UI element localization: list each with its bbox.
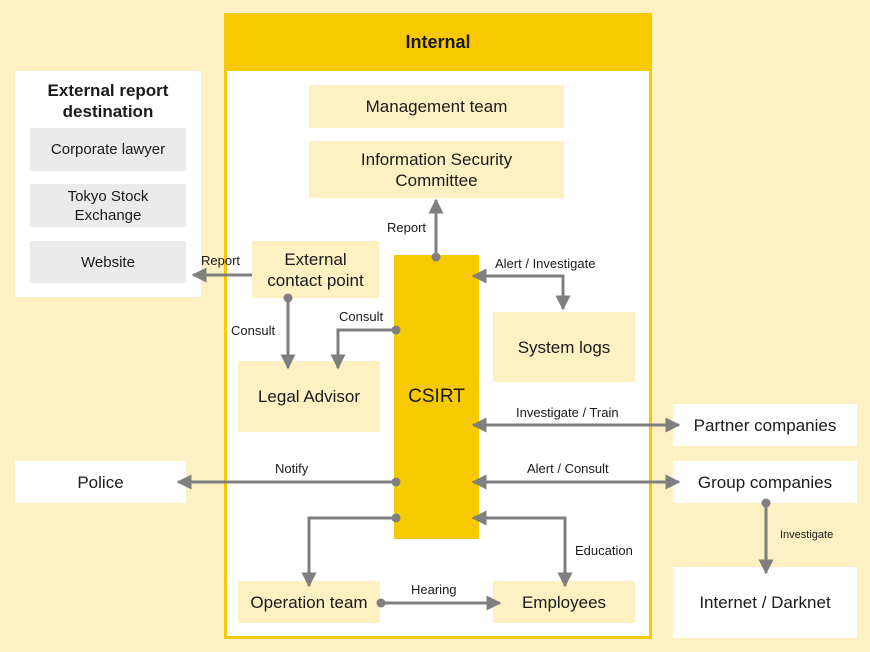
internal-title: Internal [224,13,652,71]
education-arrow [471,510,573,588]
connector-dot [283,293,293,303]
info-security-line1: Information Security [360,149,513,169]
connector-dot [761,498,771,508]
partner-companies-box: Partner companies [673,404,857,446]
info-security-line2: Committee [395,170,478,190]
hearing-label: Hearing [411,582,457,597]
legal-advisor-box: Legal Advisor [238,361,380,432]
external-contact-point-box: External contact point [252,241,379,298]
consult-left-label: Consult [231,323,276,338]
external-contact-line1: External [284,249,347,269]
csirt-box: CSIRT [394,255,479,539]
csirt-operation-arrow [301,516,396,588]
alert-investigate-arrow [471,268,571,311]
website-box: Website [30,241,186,283]
education-label: Education [575,543,633,558]
external-report-title-line1: External report [47,81,169,100]
external-report-title: External report destination [15,78,201,124]
connector-dot [391,477,401,487]
connector-dot [391,325,401,335]
connector-dot [391,513,401,523]
employees-box: Employees [493,581,635,623]
info-security-committee-box: Information Security Committee [309,141,564,198]
internet-darknet-box: Internet / Darknet [673,567,857,638]
connector-dot [376,598,386,608]
connector-dot [431,252,441,262]
alert-consult-label: Alert / Consult [527,461,609,476]
management-team-box: Management team [309,85,564,128]
external-report-title-line2: destination [62,102,154,121]
notify-label: Notify [275,461,309,476]
consult-csirt-label: Consult [339,309,384,324]
police-box: Police [15,461,186,503]
consult-csirt-arrow [330,328,396,370]
external-contact-line2: contact point [267,270,364,290]
report-left-label: Report [201,253,241,268]
operation-team-box: Operation team [238,581,380,623]
system-logs-box: System logs [493,312,635,382]
tokyo-stock-exchange-line2: Exchange [74,206,142,224]
group-companies-box: Group companies [673,461,857,503]
corporate-lawyer-box: Corporate lawyer [30,128,186,171]
alert-investigate-label: Alert / Investigate [495,256,596,271]
investigate-label: Investigate [780,529,834,541]
investigate-train-label: Investigate / Train [516,405,619,420]
report-up-label: Report [387,220,427,235]
tokyo-stock-exchange-box: Tokyo Stock Exchange [30,184,186,227]
tokyo-stock-exchange-line1: Tokyo Stock [67,187,149,205]
